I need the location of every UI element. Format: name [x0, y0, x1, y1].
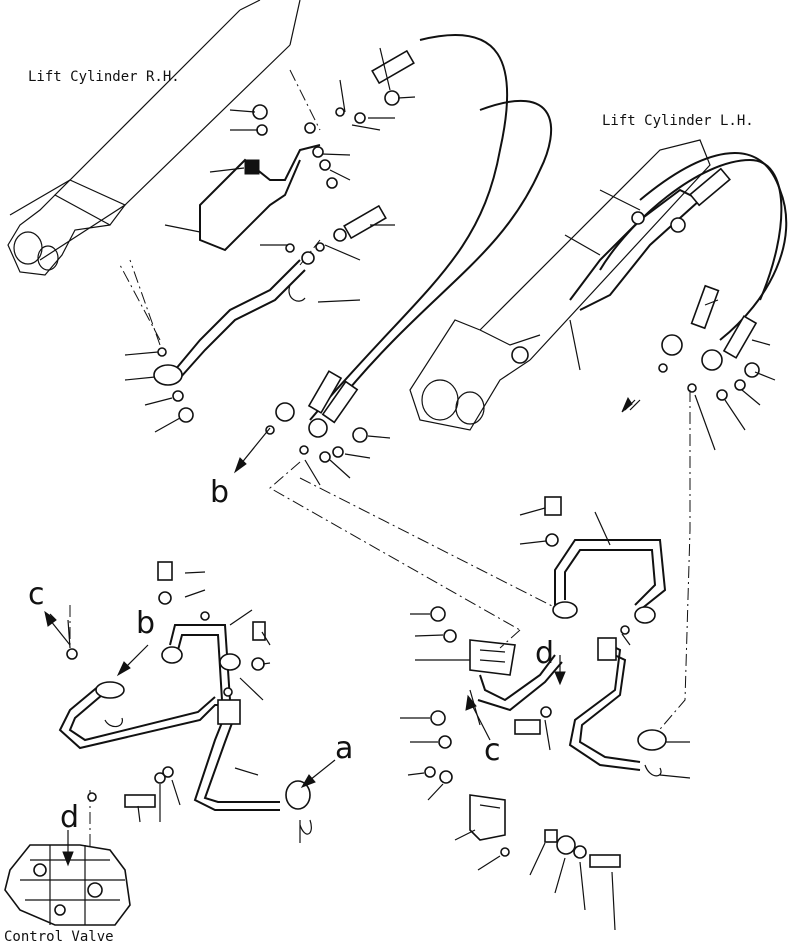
rh-hardware	[153, 49, 415, 463]
lift-cylinder-lh	[409, 139, 788, 431]
lift-cylinder-lh-label: Lift Cylinder L.H.	[602, 113, 754, 129]
control-valve-label: Control Valve	[4, 929, 114, 944]
ref-letter-d-left: d	[60, 800, 79, 835]
rh-hoses	[119, 34, 553, 421]
ref-letter-b-left: b	[136, 606, 155, 641]
lower-left-assembly	[49, 561, 312, 850]
lower-right-assembly	[400, 496, 691, 931]
rh-leader-lines	[124, 47, 416, 486]
ref-letter-b-upper: b	[210, 475, 229, 510]
ref-letter-c-left: c	[28, 577, 45, 612]
ref-letter-c-right: c	[484, 733, 501, 768]
lh-hardware	[564, 167, 776, 451]
dash-connectors	[129, 259, 691, 736]
ref-letter-d-right: d	[535, 636, 554, 671]
reference-arrows	[44, 427, 566, 867]
lift-cylinder-rh-label: Lift Cylinder R.H.	[28, 69, 180, 85]
lift-cylinder-rh	[7, 0, 301, 276]
ref-letter-a: a	[335, 731, 353, 766]
